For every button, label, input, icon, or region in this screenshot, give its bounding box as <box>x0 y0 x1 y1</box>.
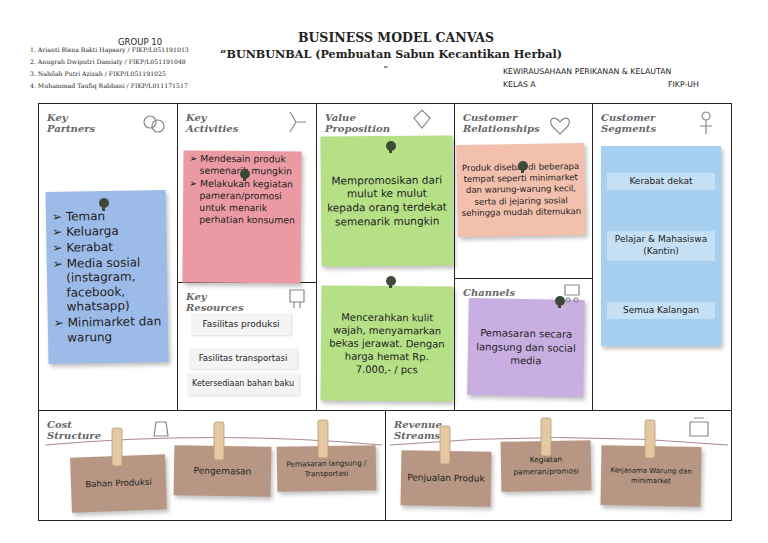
note-text: Mempromosikan dari mulut ke mulut kepada… <box>327 173 447 229</box>
canvas-section: Key Activities ➢ Mendesain produk semenar… <box>177 103 317 284</box>
faculty-name: FIKP-UH <box>668 80 699 89</box>
member-name: 1. Arianti Risna Bakti Hapsary / FIKP/L0… <box>30 46 189 53</box>
note-text: ➢ Minimarket dan warung <box>54 314 162 345</box>
note-text: ➢ Teman <box>52 208 160 225</box>
sticky-note: Penjualan Produk <box>401 450 492 507</box>
group-name: GROUP 10 <box>118 37 162 47</box>
class-name: KELAS A <box>503 80 536 89</box>
note-text: Fasilitas produksi <box>193 319 289 330</box>
canvas-section: Key Partners➢ Teman➢ Keluarga➢ Kerabat➢ … <box>38 103 179 411</box>
sticky-note: Kerjasama Warung dan minimarket <box>600 445 701 507</box>
canvas-section: Revenue StreamsPenjualan Produk Kegiatan … <box>385 410 732 521</box>
resource-label: Fasilitas transportasi <box>189 348 297 369</box>
sticky-note: ➢ Mendesain produk semenarik mungkin➢ Me… <box>182 150 301 283</box>
segment-item: Kerabat dekat <box>607 173 715 191</box>
pins <box>99 141 565 308</box>
note-text: ➢ Keluarga <box>52 223 160 240</box>
canvas-title: BUSINESS MODEL CANVAS <box>290 30 502 45</box>
sticky-note: Kerabat dekatPelajar & Mahasiswa (Kantin… <box>601 146 721 346</box>
sticky-note: Pengemasan <box>174 445 272 497</box>
section-icons <box>144 110 712 436</box>
sticky-note: Bahan Produksi <box>70 454 167 512</box>
note-text: Kegiatan pameran/promosi <box>507 453 585 478</box>
resource-label: Fasilitas produksi <box>191 313 291 335</box>
clothespins <box>112 418 655 466</box>
sticky-note: Pemasaran langsung / Transportasi <box>277 445 377 492</box>
note-text: Ketersediaan bahan baku <box>189 379 297 389</box>
sticky-note: Mencerahkan kulit wajah, menyamarkan bek… <box>321 285 454 401</box>
note-text: Kerjasama Warung dan minimarket <box>607 465 695 488</box>
sticky-note: Produk disebar di beberapa tempat sepert… <box>456 143 586 237</box>
section-heading: Customer Segments <box>601 112 673 134</box>
note-text: Bahan Produksi <box>77 477 160 490</box>
note-text: Fasilitas transportasi <box>191 353 295 363</box>
sticky-note: Pemasaran secara langsung dan social med… <box>467 298 585 397</box>
course-name: KEWIRAUSAHAAN PERIKANAN & KELAUTAN <box>503 67 671 76</box>
sticky-note: ➢ Teman➢ Keluarga➢ Kerabat➢ Media sosial… <box>46 190 169 364</box>
canvas-subtitle: “BUNBUNBAL (Pembuatan Sabun Kecantikan H… <box>220 47 562 61</box>
note-text: Penjualan Produk <box>407 471 485 486</box>
canvas-section: Customer SegmentsKerabat dekatPelajar & … <box>592 103 732 411</box>
section-heading: Cost Structure <box>47 419 119 441</box>
segment-item: Pelajar & Mahasiswa (Kantin) <box>607 231 715 260</box>
note-text: Pengemasan <box>180 465 265 477</box>
note-text: ➢ Media sosial (instagram, facebook, wha… <box>53 255 162 315</box>
note-text: ➢ Mendesain produk semenarik mungkin <box>189 153 295 178</box>
segment-item: Semua Kalangan <box>607 302 715 320</box>
member-name: 2. Anugrah Dwiputri Damiaty / FIKP/L0511… <box>30 58 186 65</box>
quote-mark: ” <box>383 64 388 75</box>
note-text: ➢ Melakukan kegiatan pameran/promosi unt… <box>189 178 295 227</box>
canvas-section: Cost StructureBahan Produksi Pengemasan Pe… <box>38 410 386 521</box>
note-text: ➢ Kerabat <box>52 239 160 256</box>
canvas-section: Key ResourcesFasilitas produksiFasilitas… <box>177 282 317 411</box>
note-text: Pemasaran langsung / Transportasi <box>283 458 370 478</box>
member-name: 4. Muhammad Taufiq Rabbani / FIKP/L01117… <box>30 82 188 89</box>
section-heading: Key Activities <box>186 112 258 134</box>
note-text: Pemasaran secara langsung dan social med… <box>474 326 579 368</box>
note-text: Mencerahkan kulit wajah, menyamarkan bek… <box>327 310 448 376</box>
canvas-section: ChannelsPemasaran secara langsung dan so… <box>454 278 593 411</box>
canvas-section: Value PropositionMempromosikan dari mulu… <box>316 103 455 411</box>
section-heading: Customer Relationships <box>463 112 535 134</box>
section-heading: Value Proposition <box>325 112 397 134</box>
canvas-section: Customer RelationshipsProduk disebar di … <box>454 103 593 279</box>
resource-label: Ketersediaan bahan baku <box>187 373 299 395</box>
section-heading: Channels <box>463 287 535 298</box>
sticky-note: Mempromosikan dari mulut ke mulut kepada… <box>320 135 453 266</box>
section-heading: Key Resources <box>186 291 258 313</box>
string <box>45 438 728 446</box>
section-heading: Revenue Streams <box>394 419 466 441</box>
section-heading: Key Partners <box>47 112 119 134</box>
note-text: Produk disebar di beberapa tempat sepert… <box>461 161 582 218</box>
member-name: 3. Nabilah Putri Azizah / FIKP/L05119102… <box>30 70 166 77</box>
sticky-note: Kegiatan pameran/promosi <box>501 440 592 492</box>
